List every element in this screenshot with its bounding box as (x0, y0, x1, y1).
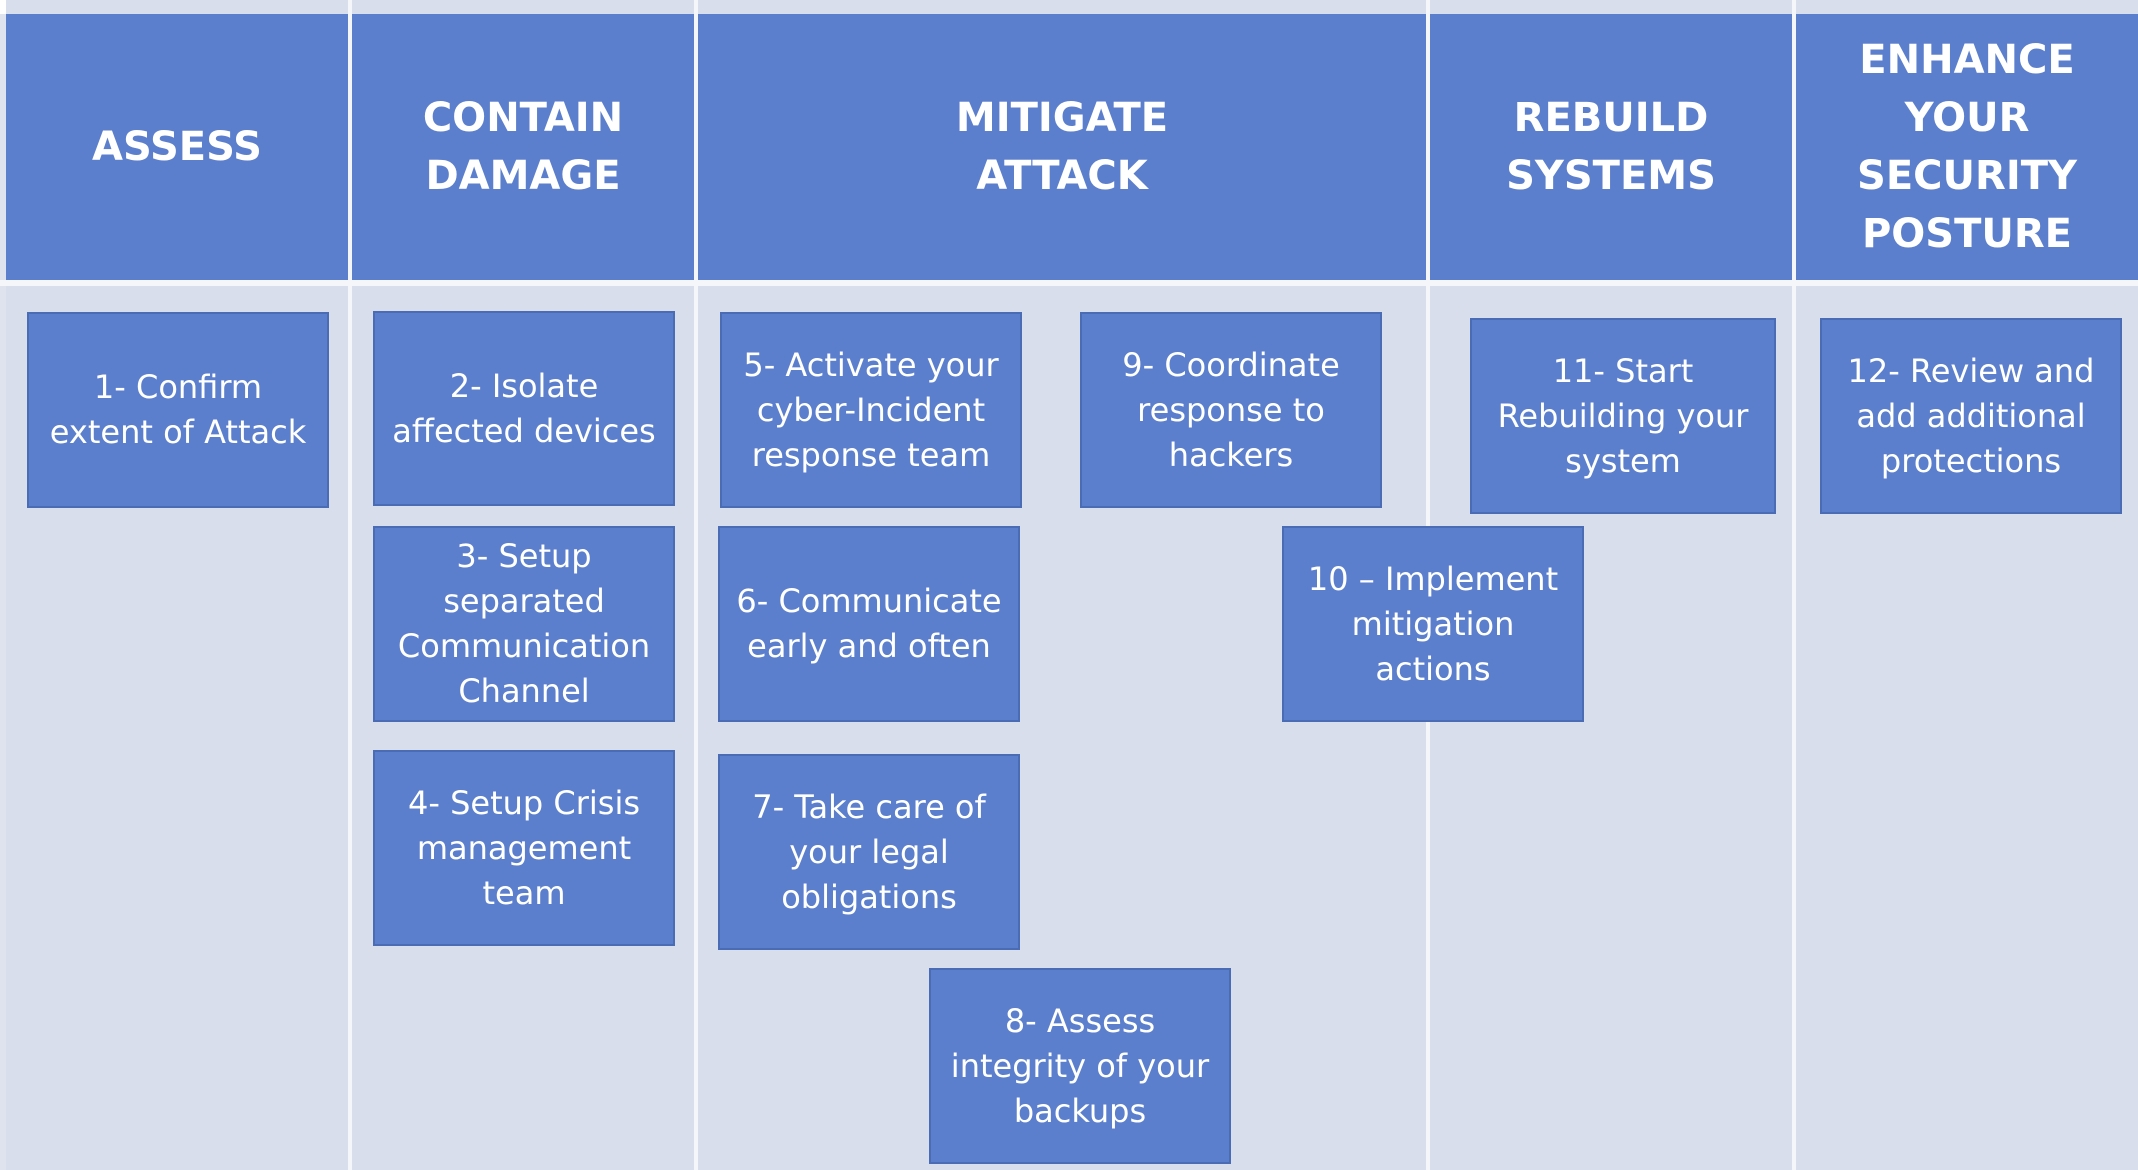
task-box-12: 12- Review and add additional protection… (1820, 318, 2122, 514)
column-header-mitigate-attack: MITIGATE ATTACK (698, 14, 1426, 280)
column-divider (348, 0, 352, 1170)
task-box-3: 3- Setup separated Communication Channel (373, 526, 675, 722)
task-box-7: 7- Take care of your legal obligations (718, 754, 1020, 950)
column-header-contain-damage: CONTAIN DAMAGE (352, 14, 694, 280)
task-box-5: 5- Activate your cyber-Incident response… (720, 312, 1022, 508)
task-box-11: 11- Start Rebuilding your system (1470, 318, 1776, 514)
header-separator (0, 280, 2138, 286)
task-box-6: 6- Communicate early and often (718, 526, 1020, 722)
column-header-assess: ASSESS (6, 14, 348, 280)
column-header-rebuild-systems: REBUILD SYSTEMS (1430, 14, 1792, 280)
task-box-8: 8- Assess integrity of your backups (929, 968, 1231, 1164)
column-divider (694, 0, 698, 1170)
column-divider (1792, 0, 1796, 1170)
task-box-9: 9- Coordinate response to hackers (1080, 312, 1382, 508)
column-header-enhance-security: ENHANCE YOUR SECURITY POSTURE (1796, 14, 2138, 280)
task-box-4: 4- Setup Crisis management team (373, 750, 675, 946)
task-box-10: 10 – Implement mitigation actions (1282, 526, 1584, 722)
task-box-2: 2- Isolate affected devices (373, 311, 675, 506)
task-box-1: 1- Confirm extent of Attack (27, 312, 329, 508)
